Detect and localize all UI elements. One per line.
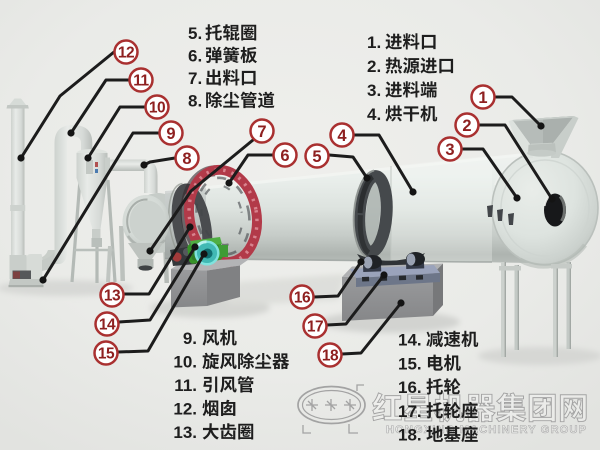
svg-text:10: 10 <box>149 100 165 117</box>
svg-text:7: 7 <box>257 123 266 141</box>
svg-text:14: 14 <box>99 317 116 334</box>
svg-text:18: 18 <box>322 348 339 365</box>
svg-text:12.: 12. <box>173 400 197 419</box>
svg-text:6: 6 <box>280 147 289 165</box>
svg-text:13: 13 <box>104 288 121 305</box>
svg-text:5: 5 <box>312 148 321 166</box>
svg-text:3: 3 <box>445 141 454 159</box>
svg-text:9: 9 <box>166 125 175 143</box>
svg-text:12: 12 <box>118 45 134 62</box>
svg-text:4: 4 <box>337 127 347 145</box>
svg-text:1: 1 <box>478 89 487 107</box>
svg-text:15.: 15. <box>398 354 422 373</box>
svg-text:4.: 4. <box>367 105 381 124</box>
svg-text:9.: 9. <box>183 329 197 348</box>
svg-text:15: 15 <box>98 346 115 363</box>
svg-text:11.: 11. <box>174 376 197 395</box>
svg-text:16: 16 <box>294 290 311 307</box>
svg-text:14.: 14. <box>398 331 422 350</box>
svg-text:17: 17 <box>307 319 323 336</box>
svg-text:16.: 16. <box>398 378 422 397</box>
svg-text:3.: 3. <box>367 81 381 100</box>
svg-text:2: 2 <box>462 117 471 135</box>
svg-text:2.: 2. <box>367 57 381 76</box>
svg-text:1.: 1. <box>367 33 381 52</box>
svg-text:7.: 7. <box>188 69 202 88</box>
svg-text:13.: 13. <box>173 423 197 442</box>
svg-text:17.: 17. <box>398 402 422 421</box>
svg-text:5.: 5. <box>188 24 202 43</box>
svg-text:6.: 6. <box>188 47 202 66</box>
svg-text:18.: 18. <box>398 426 422 445</box>
svg-text:11: 11 <box>133 73 149 90</box>
svg-text:8: 8 <box>182 150 191 168</box>
svg-text:10.: 10. <box>173 353 197 372</box>
svg-text:8.: 8. <box>188 92 202 111</box>
